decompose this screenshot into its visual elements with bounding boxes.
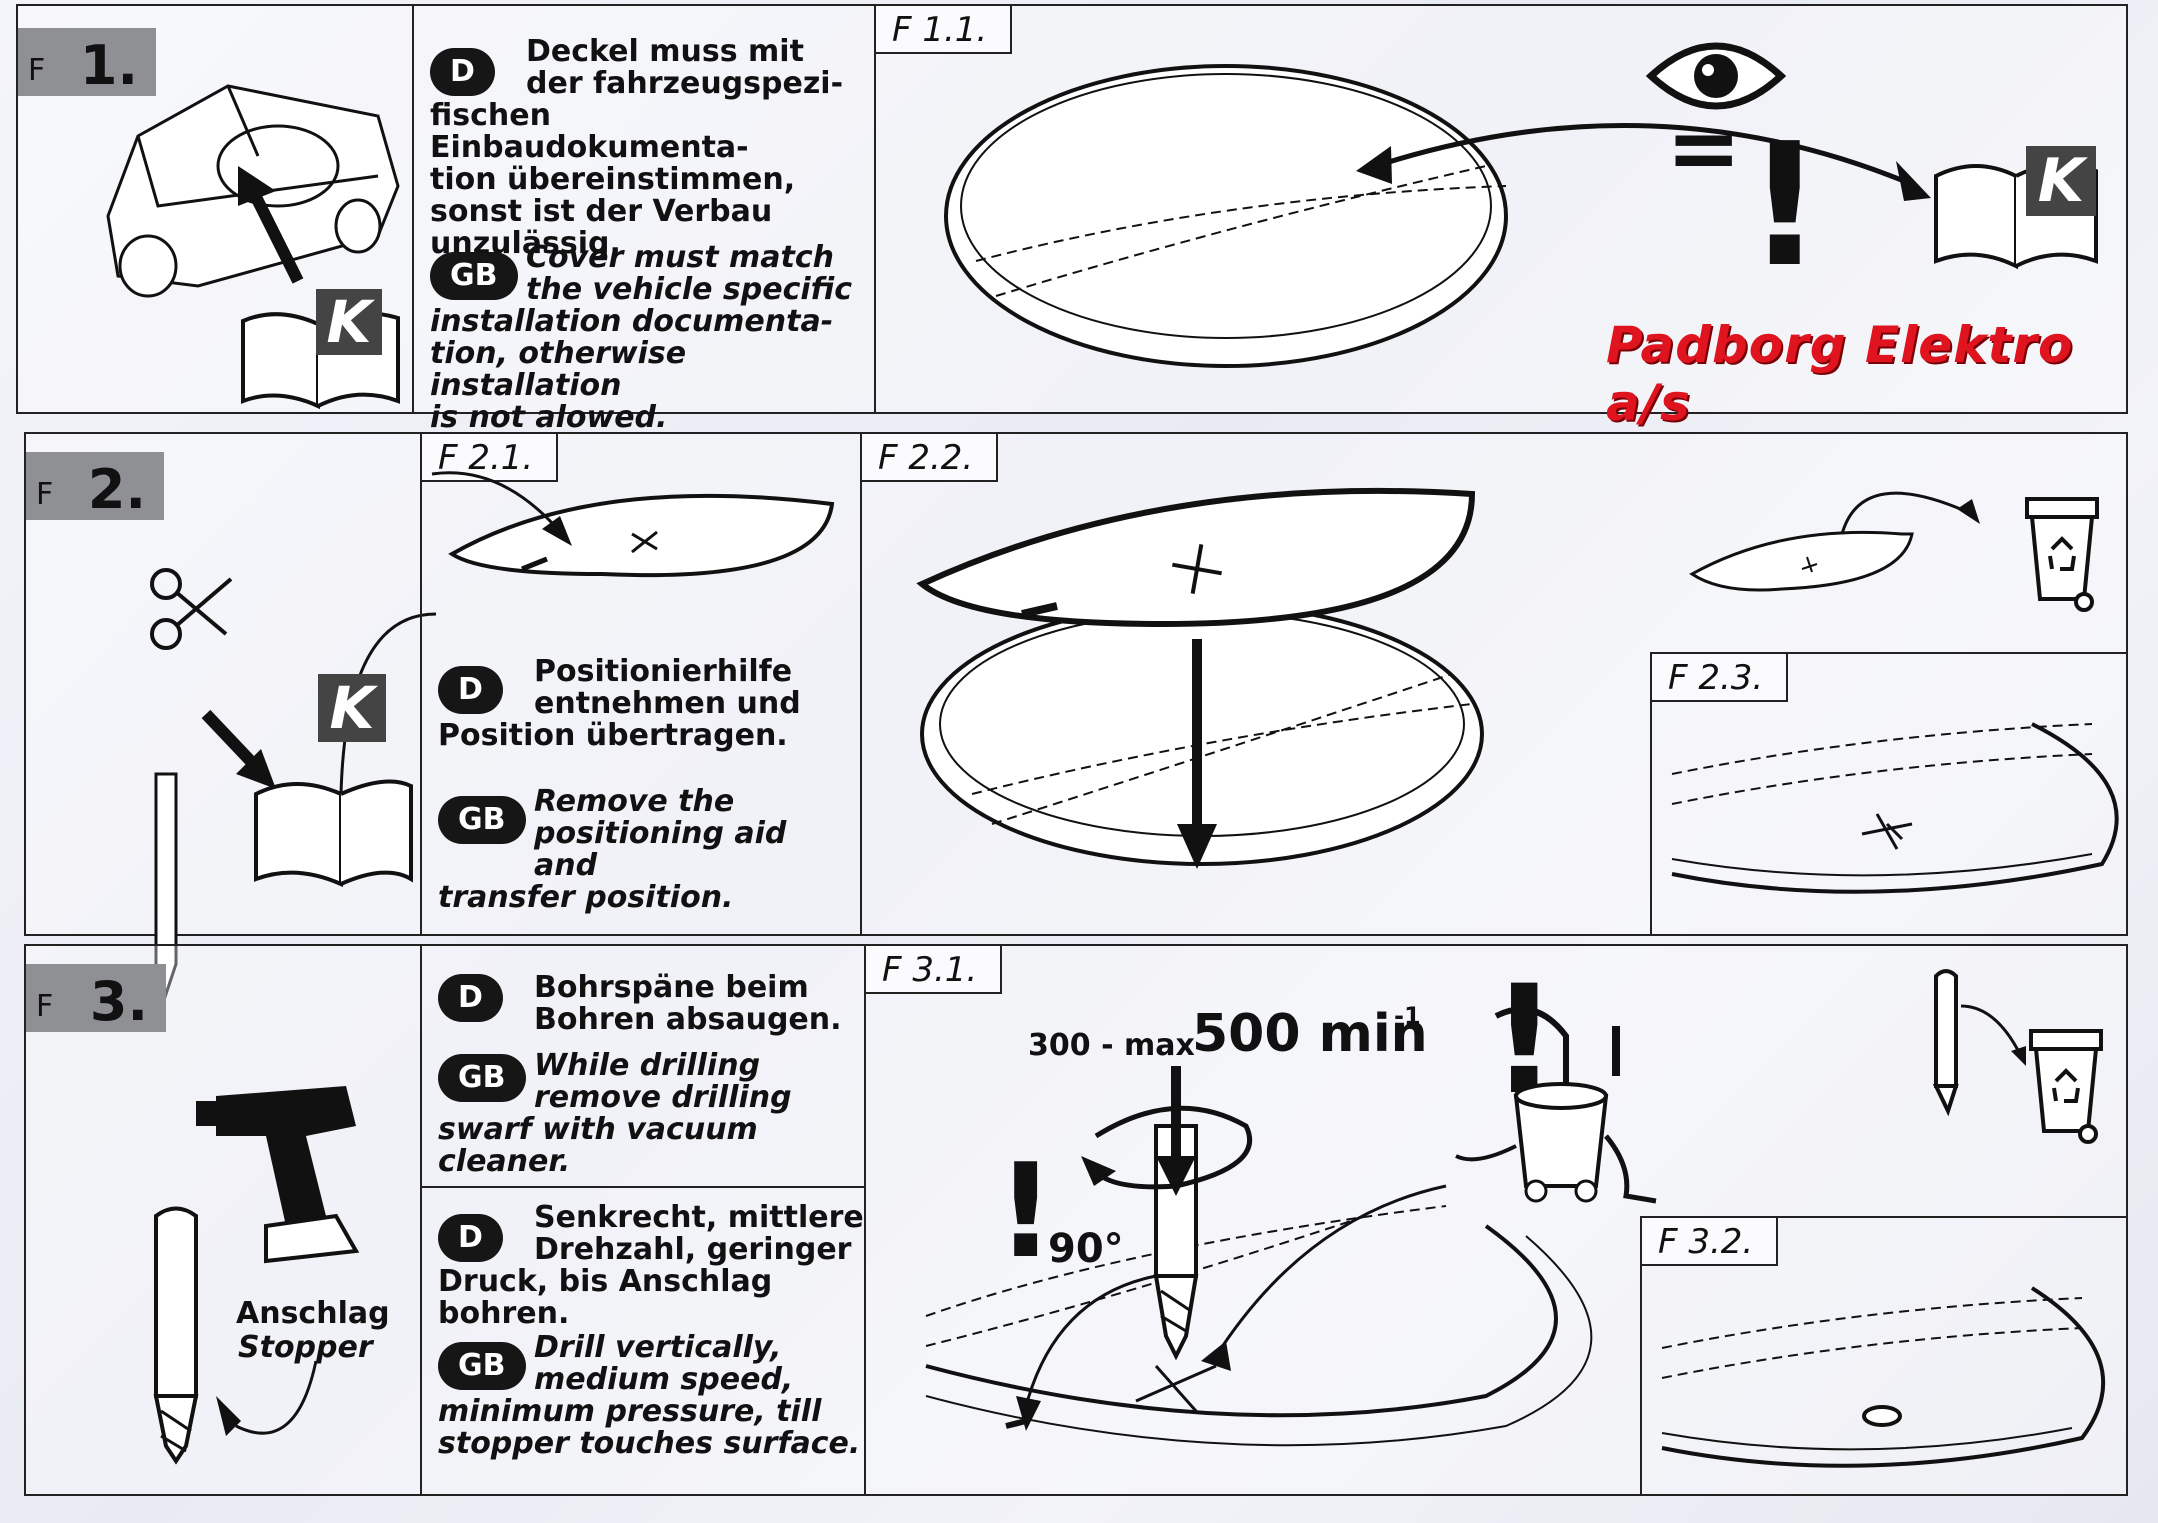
drill-bit-stopper-icon [153, 1206, 318, 1465]
positioning-aid-figure [431, 471, 835, 578]
step1-gb-text: Cover must match the vehicle specific in… [430, 240, 853, 435]
gb-badge-1: GB [430, 252, 518, 300]
drilling-figure [925, 1066, 1593, 1447]
step3-d2-text: Senkrecht, mittlere Drehzahl, geringer D… [438, 1200, 864, 1331]
f22-label: F 2.2. [862, 434, 998, 482]
eye-icon [1645, 42, 1787, 110]
stopper-label-en: Stopper [238, 1330, 373, 1365]
recycle-bin-icon-2 [2029, 1029, 2103, 1144]
scissors-pencil-manual-icon [150, 568, 437, 999]
f32-panel: F 3.2. [1640, 1216, 2126, 1494]
step3-f-label: F [36, 989, 54, 1024]
f32-label: F 3.2. [1642, 1218, 1778, 1266]
bit-to-bin-figure [1932, 969, 2026, 1117]
k-badge-3: K [318, 674, 386, 742]
speed-max-label: 500 min [1192, 1004, 1428, 1064]
step1-f-label: F [28, 53, 46, 88]
d-badge-3: D [438, 974, 503, 1022]
k-badge-2: K [2026, 146, 2096, 216]
step3-gb1-text: While drilling remove drilling swarf wit… [438, 1048, 792, 1179]
step2-figure-cell: F 2.2. [860, 434, 2126, 934]
stopper-label-de: Anschlag [236, 1296, 390, 1331]
recycle-bin-icon [2025, 497, 2099, 612]
d-badge-2: D [438, 666, 503, 714]
step2-d-text: Positionierhilfe entnehmen und Position … [438, 654, 801, 753]
step1-header: F 1. [18, 28, 156, 97]
speed-exponent: -1 [1394, 1002, 1421, 1030]
step3-figure-cell: F 3.1. 300 - max 500 min -1 ! ! 90° [864, 946, 2126, 1494]
gb-badge-4: GB [438, 1342, 526, 1390]
step1-figure-cell: F 1.1. = ! [874, 6, 2126, 432]
d-badge-4: D [438, 1214, 503, 1262]
step3-header: F 3. [26, 964, 166, 1033]
gb-badge-3: GB [438, 1054, 526, 1102]
equals-sign: = [1666, 96, 1742, 201]
brand-logo-text: Padborg Elektro a/s [1606, 316, 2074, 432]
k-badge-1: K [316, 289, 382, 355]
step1-text-cell: D Deckel muss mit der fahrzeugspezi- fis… [412, 6, 874, 434]
d-badge-1: D [430, 48, 495, 96]
step2-number: 2. [87, 458, 146, 521]
aid-to-bin-figure [1689, 491, 1980, 592]
step3-row: F 3. Anschlag Stopper D Bohrspäne beim B… [24, 944, 2128, 1496]
f31-label: F 3.1. [866, 946, 1002, 994]
cover-ellipse-figure [944, 64, 1508, 368]
step1-d-text: Deckel muss mit der fahrzeugspezi- fisch… [430, 34, 844, 261]
car-with-manual-icon [106, 84, 400, 410]
speed-min-label: 300 - max [1028, 1028, 1195, 1063]
f23-label: F 2.3. [1652, 654, 1788, 702]
step3-number: 3. [89, 970, 148, 1033]
f11-label: F 1.1. [876, 6, 1012, 54]
step2-row: F 2. K F 2.1. [24, 432, 2128, 999]
gb-badge-2: GB [438, 796, 526, 844]
aid-on-cover-figure [916, 487, 1484, 869]
step3-gb2-text: Drill vertically, medium speed, minimum … [438, 1330, 861, 1461]
step2-gb-text: Remove the positioning aid and transfer … [438, 784, 787, 915]
drilled-cover-figure [1661, 1286, 2106, 1468]
step2-text-cell: F 2.1. D Positionierhilfe entnehmen und … [420, 434, 860, 934]
match-arrow [1356, 123, 1931, 201]
step3-text-divider [422, 1186, 864, 1188]
exclaim-sign-3: ! [996, 1135, 1056, 1287]
marked-cover-figure [1671, 722, 2119, 894]
step1-number: 1. [79, 34, 138, 97]
step3-text-cell: D Bohrspäne beim Bohren absaugen. GB Whi… [420, 946, 864, 1494]
vacuum-cleaner-icon [1455, 1006, 1657, 1204]
f23-panel: F 2.3. [1650, 652, 2126, 934]
step2-header: F 2. [26, 452, 164, 521]
step1-row: F 1. K D Deckel muss mit [16, 4, 2128, 434]
step3-d1-text: Bohrspäne beim Bohren absaugen. [534, 970, 842, 1037]
exclaim-sign-1: ! [1746, 107, 1824, 305]
drill-icon [196, 1086, 360, 1264]
step2-f-label: F [36, 477, 54, 512]
